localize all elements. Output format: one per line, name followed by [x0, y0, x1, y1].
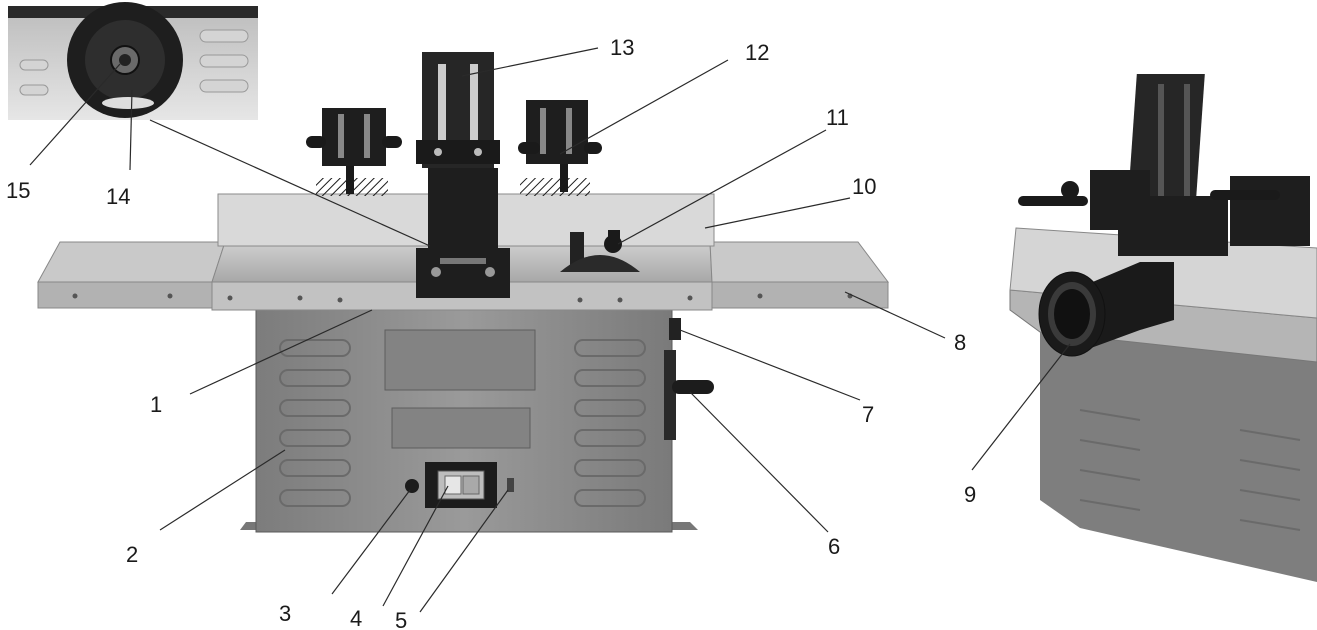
leader-inset-to-table [149, 119, 431, 247]
router-table-front-view [37, 52, 889, 533]
hold-down-right [518, 100, 602, 196]
callout-13: 13 [610, 35, 634, 60]
callout-10: 10 [852, 174, 876, 199]
miter-gauge [560, 230, 640, 272]
leader-13 [461, 47, 599, 77]
callout-numbers: 1 2 3 4 5 6 7 8 9 10 11 12 13 14 15 [6, 35, 976, 630]
vertical-guard [416, 52, 500, 168]
leader-6 [689, 391, 829, 533]
leader-14 [129, 89, 133, 171]
callout-9: 9 [964, 482, 976, 507]
callout-2: 2 [126, 542, 138, 567]
leader-5 [419, 489, 509, 613]
callout-5: 5 [395, 608, 407, 630]
callout-7: 7 [862, 402, 874, 427]
callout-3: 3 [279, 601, 291, 626]
leader-1 [189, 309, 373, 395]
leader-10 [704, 197, 851, 229]
hold-down-left [306, 108, 402, 196]
leader-11 [617, 129, 827, 245]
leader-15 [29, 63, 121, 166]
callout-15: 15 [6, 178, 30, 203]
router-table-rear-view [1009, 74, 1317, 582]
leader-8 [844, 291, 946, 339]
leader-12 [559, 59, 729, 155]
callout-14: 14 [106, 184, 130, 209]
callout-1: 1 [150, 392, 162, 417]
callout-6: 6 [828, 534, 840, 559]
callout-8: 8 [954, 330, 966, 355]
callout-4: 4 [350, 606, 362, 630]
leader-3 [331, 489, 411, 595]
leader-4 [382, 485, 449, 607]
leader-7 [679, 329, 861, 401]
cabinet [240, 307, 714, 533]
central-guard [416, 168, 510, 298]
callout-12: 12 [745, 40, 769, 65]
callout-11: 11 [826, 105, 849, 130]
leader-2 [159, 449, 286, 531]
leader-lines [29, 47, 1071, 613]
collet-inset [8, 2, 258, 120]
leader-9 [971, 343, 1071, 471]
